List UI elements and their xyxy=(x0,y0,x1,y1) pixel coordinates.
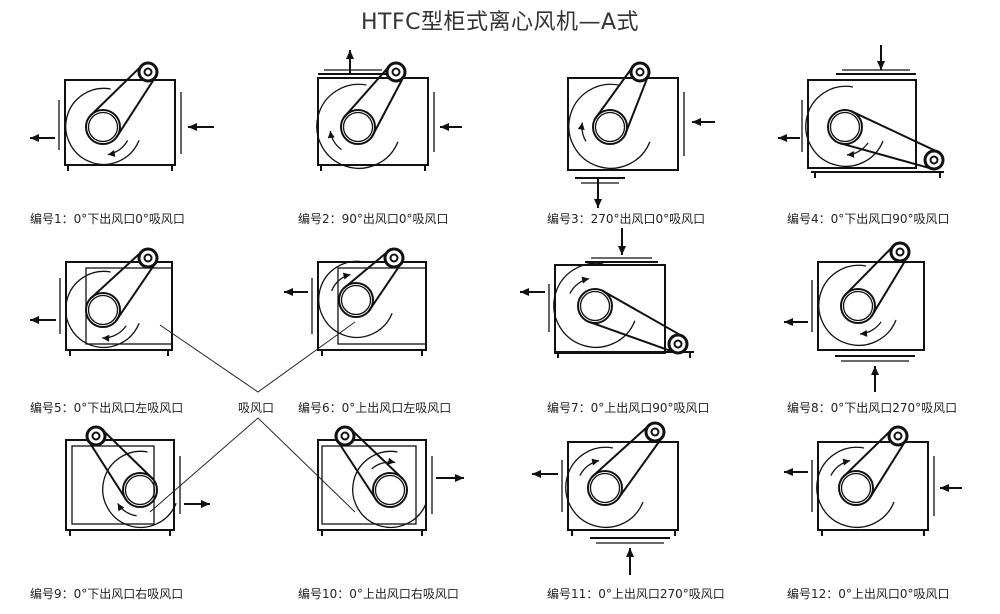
volute-scroll xyxy=(102,450,177,529)
unit-caption-12: 编号12：0°上出风口0°吸风口 xyxy=(787,587,950,601)
impeller-wheel xyxy=(122,472,158,508)
drive-belt xyxy=(587,320,675,354)
arrow-head xyxy=(618,246,626,255)
arrow-head xyxy=(520,288,529,296)
unit-1-drawing xyxy=(30,61,214,171)
unit-caption-11: 编号11：0°上出风口270°吸风口 xyxy=(547,587,725,601)
unit-10-drawing xyxy=(317,425,464,536)
unit-9-drawing xyxy=(65,425,210,536)
arrow-head xyxy=(30,316,39,324)
unit-caption-6: 编号6：0°上出风口左吸风口 xyxy=(298,401,452,415)
unit-caption-8: 编号8：0°下出风口270°吸风口 xyxy=(787,401,958,415)
volute-scroll xyxy=(65,87,140,166)
drive-belt xyxy=(868,441,906,500)
impeller-wheel xyxy=(827,109,863,145)
arrow-head xyxy=(440,123,449,131)
impeller-wheel xyxy=(838,470,874,506)
impeller-wheel xyxy=(587,470,623,506)
leader-line-upper xyxy=(159,321,356,393)
impeller-wheel xyxy=(340,109,376,145)
drive-belt xyxy=(838,141,932,170)
drive-belt xyxy=(115,263,156,322)
cabinet-housing xyxy=(567,77,679,171)
impeller-wheel xyxy=(840,288,876,324)
inner-frame xyxy=(85,267,173,345)
unit-3-drawing xyxy=(567,61,715,208)
inlet-callout-leaders xyxy=(149,321,356,513)
volute-scroll xyxy=(816,446,895,528)
arrow-head xyxy=(784,468,793,476)
arrow-head xyxy=(346,50,354,59)
arrow-head xyxy=(778,134,787,142)
unit-8-drawing xyxy=(784,241,925,392)
volute-scroll xyxy=(65,270,140,349)
page-title: HTFC型柜式离心风机—A式 xyxy=(360,10,640,35)
volute-scroll xyxy=(568,83,651,169)
cabinet-housing xyxy=(317,439,427,531)
arrow-head xyxy=(532,470,541,478)
unit-caption-4: 编号4：0°下出风口90°吸风口 xyxy=(787,212,950,226)
arrow-head xyxy=(594,199,602,208)
unit-4-drawing xyxy=(778,45,945,178)
volute-scroll xyxy=(565,446,644,528)
unit-12-drawing xyxy=(784,425,962,536)
cabinet-housing xyxy=(65,439,175,531)
arrow-head xyxy=(188,123,197,131)
inner-frame xyxy=(337,267,427,345)
volute-scroll xyxy=(318,260,393,339)
arrow-head xyxy=(455,474,464,482)
unit-6-drawing xyxy=(284,247,427,356)
unit-caption-2: 编号2：90°出风口0°吸风口 xyxy=(298,212,449,226)
impeller-wheel xyxy=(85,109,121,145)
unit-caption-5: 编号5：0°下出风口左吸风口 xyxy=(30,401,184,415)
drive-belt xyxy=(367,263,402,312)
arrow-head xyxy=(626,548,634,557)
arrow-head xyxy=(784,318,793,326)
arrow-head xyxy=(877,61,885,70)
arrow-head xyxy=(201,500,210,508)
drive-belt xyxy=(870,257,908,317)
drive-belt xyxy=(102,429,154,480)
unit-11-drawing xyxy=(532,421,679,575)
impeller-wheel xyxy=(85,292,121,328)
inner-frame xyxy=(71,445,155,525)
volute-scroll xyxy=(805,85,884,167)
unit-caption-3: 编号3：270°出风口0°吸风口 xyxy=(547,212,706,226)
volute-scroll xyxy=(553,262,636,348)
inlet-callout-label: 吸风口 xyxy=(238,401,275,415)
leader-line-lower xyxy=(149,417,356,513)
unit-caption-10: 编号10：0°上出风口右吸风口 xyxy=(298,587,459,601)
impeller-wheel xyxy=(338,282,374,318)
arrow-head xyxy=(940,484,949,492)
cabinet-housing xyxy=(317,77,429,166)
unit-7-drawing xyxy=(520,228,694,358)
drive-belt xyxy=(616,437,663,500)
unit-caption-1: 编号1：0°下出风口0°吸风口 xyxy=(30,212,185,226)
impeller-wheel xyxy=(372,472,408,508)
cabinet-housing xyxy=(567,441,679,531)
arrow-head xyxy=(871,366,879,375)
drive-belt xyxy=(371,76,405,138)
unit-caption-9: 编号9：0°下出风口右吸风口 xyxy=(30,587,184,601)
impeller-wheel xyxy=(592,109,628,145)
volute-scroll xyxy=(316,83,399,169)
unit-5-drawing xyxy=(30,247,173,356)
arrow-head xyxy=(692,118,701,126)
drive-belt xyxy=(115,77,156,139)
volute-scroll xyxy=(818,264,897,346)
unit-caption-7: 编号7：0°上出风口90°吸风口 xyxy=(547,401,710,415)
impeller-wheel xyxy=(577,288,613,324)
unit-2-drawing xyxy=(316,50,462,171)
volute-scroll xyxy=(352,450,427,529)
drive-belt xyxy=(351,429,404,480)
arrow-head xyxy=(284,288,293,296)
drive-belt xyxy=(623,75,649,136)
arrow-head xyxy=(30,134,39,142)
